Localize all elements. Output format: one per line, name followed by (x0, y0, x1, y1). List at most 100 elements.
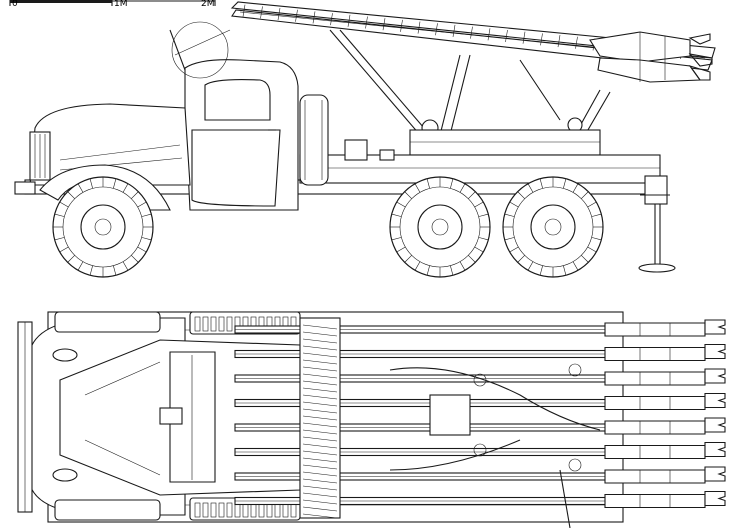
tire-tread (539, 178, 543, 189)
plan-rocket-tail (604, 490, 726, 509)
tire-tread (59, 246, 69, 253)
plan-rocket-tail (604, 319, 726, 337)
tire-tread (426, 265, 430, 276)
rail-rib (470, 26, 473, 39)
plan-rocket-tail (604, 417, 726, 435)
rail-rib (260, 6, 263, 19)
rail-rib (400, 19, 403, 32)
rail-rib (435, 23, 438, 36)
plan-spring-line (302, 499, 338, 505)
tire-tread (504, 237, 515, 241)
plan-spring-line (302, 485, 338, 491)
rail-rib (557, 35, 561, 48)
scale-bar: 0 1M 2M (9, 0, 216, 9)
rail-rib (417, 21, 421, 34)
plan-spring-line (302, 352, 338, 358)
tire-tread (474, 246, 484, 253)
tire-tread (509, 201, 519, 208)
tire-tread (141, 237, 152, 241)
tire-tread (396, 201, 406, 208)
tire-tread (527, 261, 534, 271)
plan-spring-line (302, 331, 338, 337)
tire-tread (587, 201, 597, 208)
tire-tread (459, 261, 466, 271)
plan-tread-block (194, 502, 201, 518)
tire-tread (59, 201, 69, 208)
tire-tread (391, 213, 402, 217)
plan-rear-wheels (189, 311, 301, 521)
plan-tread-block (202, 502, 209, 518)
plan-spring-line (302, 436, 338, 442)
plan-spring-line (302, 373, 338, 379)
plan-rocket-tail (604, 392, 726, 411)
tire-tread (77, 261, 84, 271)
tire-tread (67, 255, 75, 263)
tire-tread (77, 183, 84, 193)
side-view (14, 1, 716, 278)
tire-tread (414, 183, 421, 193)
tire-tread (468, 255, 476, 263)
tire-tread (391, 237, 402, 241)
plan-spring-line (302, 422, 338, 428)
launcher-support-frame (329, 29, 611, 156)
plan-spring-line (302, 415, 338, 421)
scale-label-2m: 2M (201, 0, 215, 9)
tire-tread (404, 255, 412, 263)
tire-tread (581, 191, 589, 199)
tire-tread (591, 237, 602, 241)
plan-rocket-tails (604, 319, 726, 509)
tire-tread (122, 183, 129, 193)
tire-tread (474, 201, 484, 208)
rail-rib (452, 24, 456, 37)
rail-rib (382, 18, 386, 31)
tire-tread (591, 213, 602, 217)
tire-tread (141, 213, 152, 217)
rail-rib (330, 13, 333, 26)
tire-tread (478, 213, 489, 217)
plan-spring-line (302, 345, 338, 351)
plan-spring-line (302, 492, 338, 498)
rear-stabilizer-jack (638, 175, 676, 273)
plan-rocket-tail (604, 368, 726, 386)
plan-spring-line (302, 429, 338, 435)
plan-tread-block (210, 502, 217, 518)
plan-hood (17, 317, 301, 516)
tire-tread (404, 191, 412, 199)
plan-spring-line (302, 506, 338, 512)
plan-tread-block (226, 316, 233, 332)
plan-spring-line (302, 394, 338, 400)
plan-rocket-tail (604, 466, 726, 484)
plan-spring-line (302, 464, 338, 470)
rail-rib (347, 14, 351, 27)
tire-tread (113, 265, 117, 276)
plan-spring-line (302, 338, 338, 344)
tire-tread (137, 246, 147, 253)
tire-tread (122, 261, 129, 271)
plan-tread-block (194, 316, 201, 332)
plan-spring-line (302, 380, 338, 386)
tire-tread (450, 265, 454, 276)
tire-tread (572, 261, 579, 271)
tire-tread (54, 237, 65, 241)
plan-launcher-rails (234, 325, 611, 506)
rail-rib (312, 11, 316, 24)
tire-tread (587, 246, 597, 253)
plan-rocket-tail (604, 343, 726, 362)
tire-tread (89, 265, 93, 276)
plan-spring-line (302, 366, 338, 372)
plan-tread-block (202, 316, 209, 332)
plan-equipment-box (299, 317, 341, 519)
tire-tread (517, 191, 525, 199)
tire-tread (113, 178, 117, 189)
rail-rib (540, 33, 543, 46)
rail-rib (575, 36, 578, 49)
plan-spring-line (302, 443, 338, 449)
scale-label-1m: 1M (114, 0, 128, 9)
tire-tread (509, 246, 519, 253)
plan-front-wheels (54, 311, 161, 521)
launcher-rails-side (230, 1, 716, 83)
rail-rib (522, 31, 526, 44)
scale-label-0: 0 (12, 0, 18, 9)
rail-rib (487, 28, 491, 41)
